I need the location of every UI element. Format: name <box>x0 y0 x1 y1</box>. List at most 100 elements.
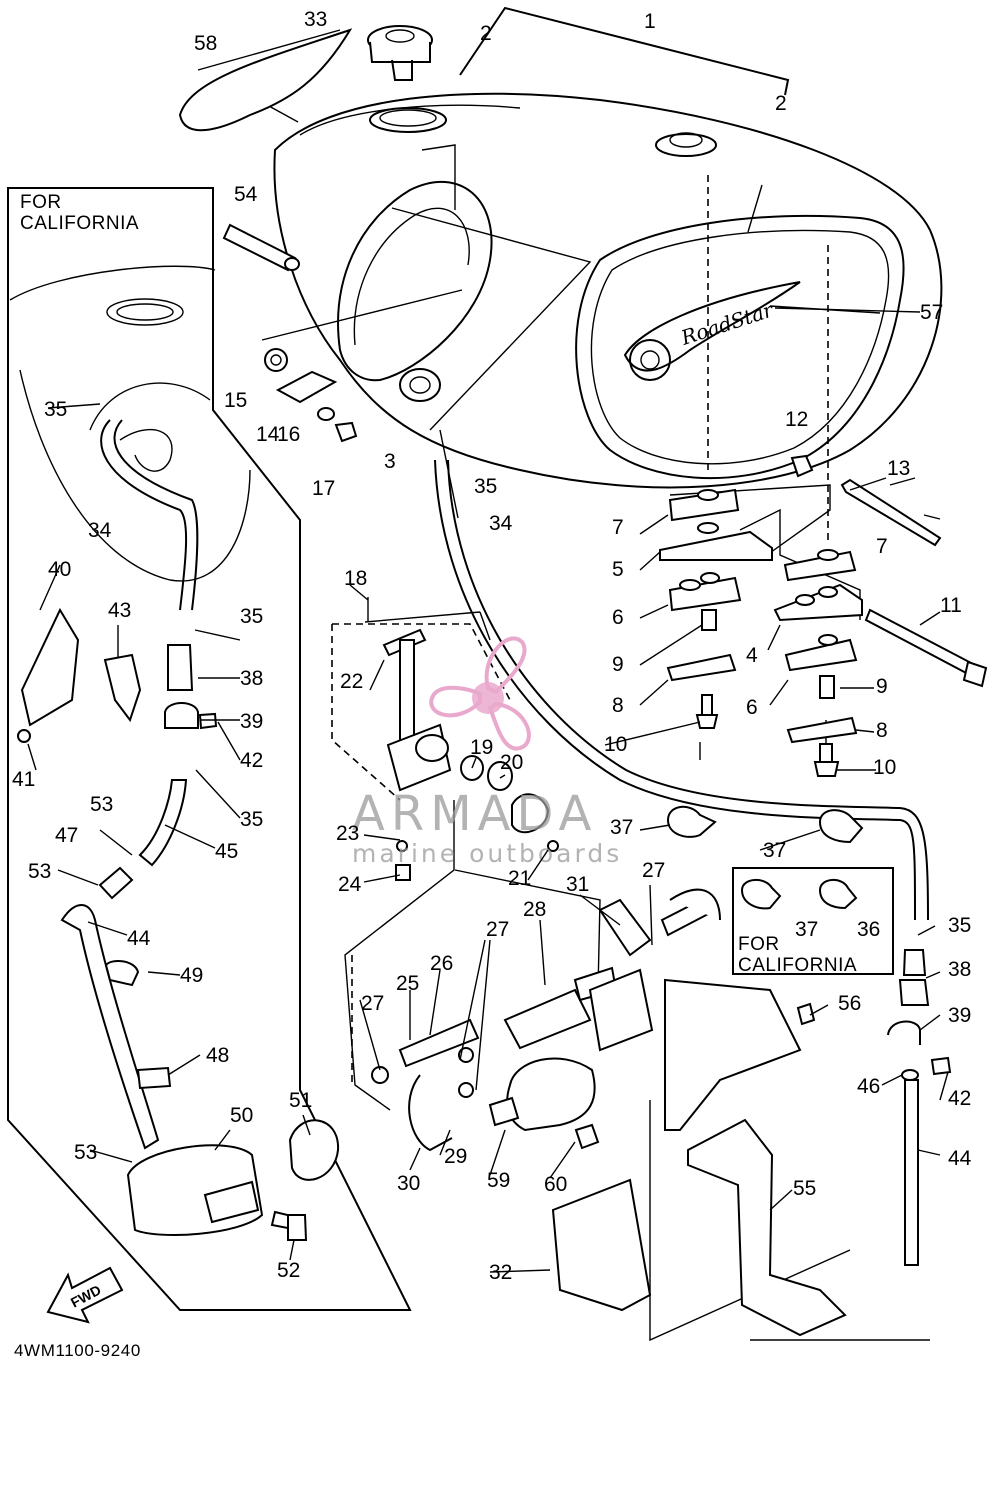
callout-label: 42 <box>948 1087 971 1110</box>
callout-label: 46 <box>857 1075 880 1098</box>
callout-label: 42 <box>240 749 263 772</box>
callout-label: 22 <box>340 670 363 693</box>
canister-assembly <box>126 1119 340 1241</box>
cap-cover-58 <box>178 28 353 132</box>
callout-label: 49 <box>180 964 203 987</box>
callout-label: 43 <box>108 599 131 622</box>
callout-label: 10 <box>873 756 896 779</box>
tank-logo-text: RoadStar <box>677 297 777 350</box>
callout-label: 11 <box>940 594 962 617</box>
callout-label: 29 <box>444 1145 467 1168</box>
callout-label: 53 <box>28 860 51 883</box>
california-box-left: FOR CALIFORNIA <box>7 187 412 1311</box>
callout-label: 37 <box>763 839 786 862</box>
callout-label: 33 <box>304 8 327 31</box>
callout-label: 9 <box>612 653 624 676</box>
callout-label: 44 <box>948 1147 972 1170</box>
callout-label: 18 <box>344 567 367 590</box>
california-box-right: FOR CALIFORNIA <box>732 867 894 976</box>
callout-label: 3 <box>384 450 396 473</box>
bracket-55-32 <box>551 978 847 1337</box>
callout-label: 16 <box>277 423 300 446</box>
callout-leaders <box>27 305 949 1273</box>
callout-label: 12 <box>785 408 808 431</box>
fuel-filter-assembly <box>371 888 721 1152</box>
callout-label: 10 <box>604 733 627 756</box>
callout-label: 6 <box>746 696 758 719</box>
callout-label: 51 <box>289 1089 312 1112</box>
fuel-tank <box>273 92 943 489</box>
callout-label: 44 <box>127 927 151 950</box>
rod-13 <box>840 478 942 547</box>
callout-label: 27 <box>642 859 665 882</box>
diagram-part-code: 4WM1100-9240 <box>14 1341 141 1360</box>
fuel-cap <box>367 25 433 81</box>
callout-label: 38 <box>948 958 971 981</box>
propeller-icon <box>429 636 531 751</box>
callout-label: 8 <box>612 694 624 717</box>
callout-label: 24 <box>338 873 362 896</box>
right-side-hoses <box>887 949 952 1266</box>
callout-label: 35 <box>240 605 263 628</box>
callout-label: 5 <box>612 558 624 581</box>
fuel-cock-assembly <box>382 628 559 881</box>
callout-label: 26 <box>430 952 453 975</box>
california-box-left-line1: FOR <box>20 192 62 213</box>
fwd-arrow-label: FWD <box>68 1282 104 1311</box>
mount-stack-right <box>773 549 863 777</box>
callout-label: 39 <box>240 710 263 733</box>
callout-label: 6 <box>612 606 624 629</box>
mount-stack-left <box>659 488 773 729</box>
callout-label: 19 <box>470 736 493 759</box>
callout-label: 25 <box>396 972 419 995</box>
callout-label: 35 <box>948 914 971 937</box>
callout-label: 17 <box>312 477 335 500</box>
callout-label: 47 <box>55 824 78 847</box>
callout-label: 59 <box>487 1169 510 1192</box>
callout-label: 4 <box>746 644 758 667</box>
california-box-right-line2: CALIFORNIA <box>738 955 857 976</box>
callout-label: 27 <box>486 918 509 941</box>
callout-label: 50 <box>230 1104 253 1127</box>
washer-16 <box>317 407 335 421</box>
left-side-hoses <box>17 419 218 1150</box>
callout-label: 38 <box>240 667 263 690</box>
callout-label: 14 <box>256 423 280 446</box>
callout-label: 54 <box>234 183 258 206</box>
callout-label: 36 <box>857 918 880 941</box>
callout-label: 40 <box>48 558 71 581</box>
callout-labels: 1 2 2 3 5 6 6 7 7 8 8 9 9 10 10 11 12 13… <box>12 8 972 1284</box>
callout-label: 28 <box>523 898 546 921</box>
tube-54 <box>222 223 300 272</box>
callout-label: 2 <box>775 92 787 115</box>
callout-label: 34 <box>88 519 112 542</box>
bolt-12 <box>790 454 814 478</box>
callout-label: 35 <box>44 398 67 421</box>
callout-label: 39 <box>948 1004 971 1027</box>
callout-label: 23 <box>336 822 359 845</box>
watermark-tagline: marine outboards <box>352 839 622 868</box>
callout-label: 53 <box>74 1141 97 1164</box>
tank-logo-emblem: RoadStar <box>623 281 801 381</box>
armada-watermark: ARMADA marine outboards <box>352 636 622 868</box>
callout-label: 48 <box>206 1044 229 1067</box>
callout-label: 32 <box>489 1261 512 1284</box>
callout-label: 7 <box>876 535 888 558</box>
callout-label: 55 <box>793 1177 816 1200</box>
callout-label: 31 <box>566 873 589 896</box>
grommet-15 <box>264 348 288 372</box>
bolt-11 <box>864 608 988 688</box>
callout-label: 30 <box>397 1172 420 1195</box>
callout-label: 34 <box>489 512 513 535</box>
callout-label: 56 <box>838 992 861 1015</box>
callout-label: 57 <box>920 301 943 324</box>
cushion-3 <box>399 368 441 402</box>
nut-17 <box>334 421 358 443</box>
california-box-right-line1: FOR <box>738 934 780 955</box>
callout-label: 15 <box>224 389 247 412</box>
callout-label: 13 <box>887 457 910 480</box>
callout-label: 27 <box>361 992 384 1015</box>
leader-lines <box>197 6 930 1342</box>
callout-label: 2 <box>480 22 492 45</box>
